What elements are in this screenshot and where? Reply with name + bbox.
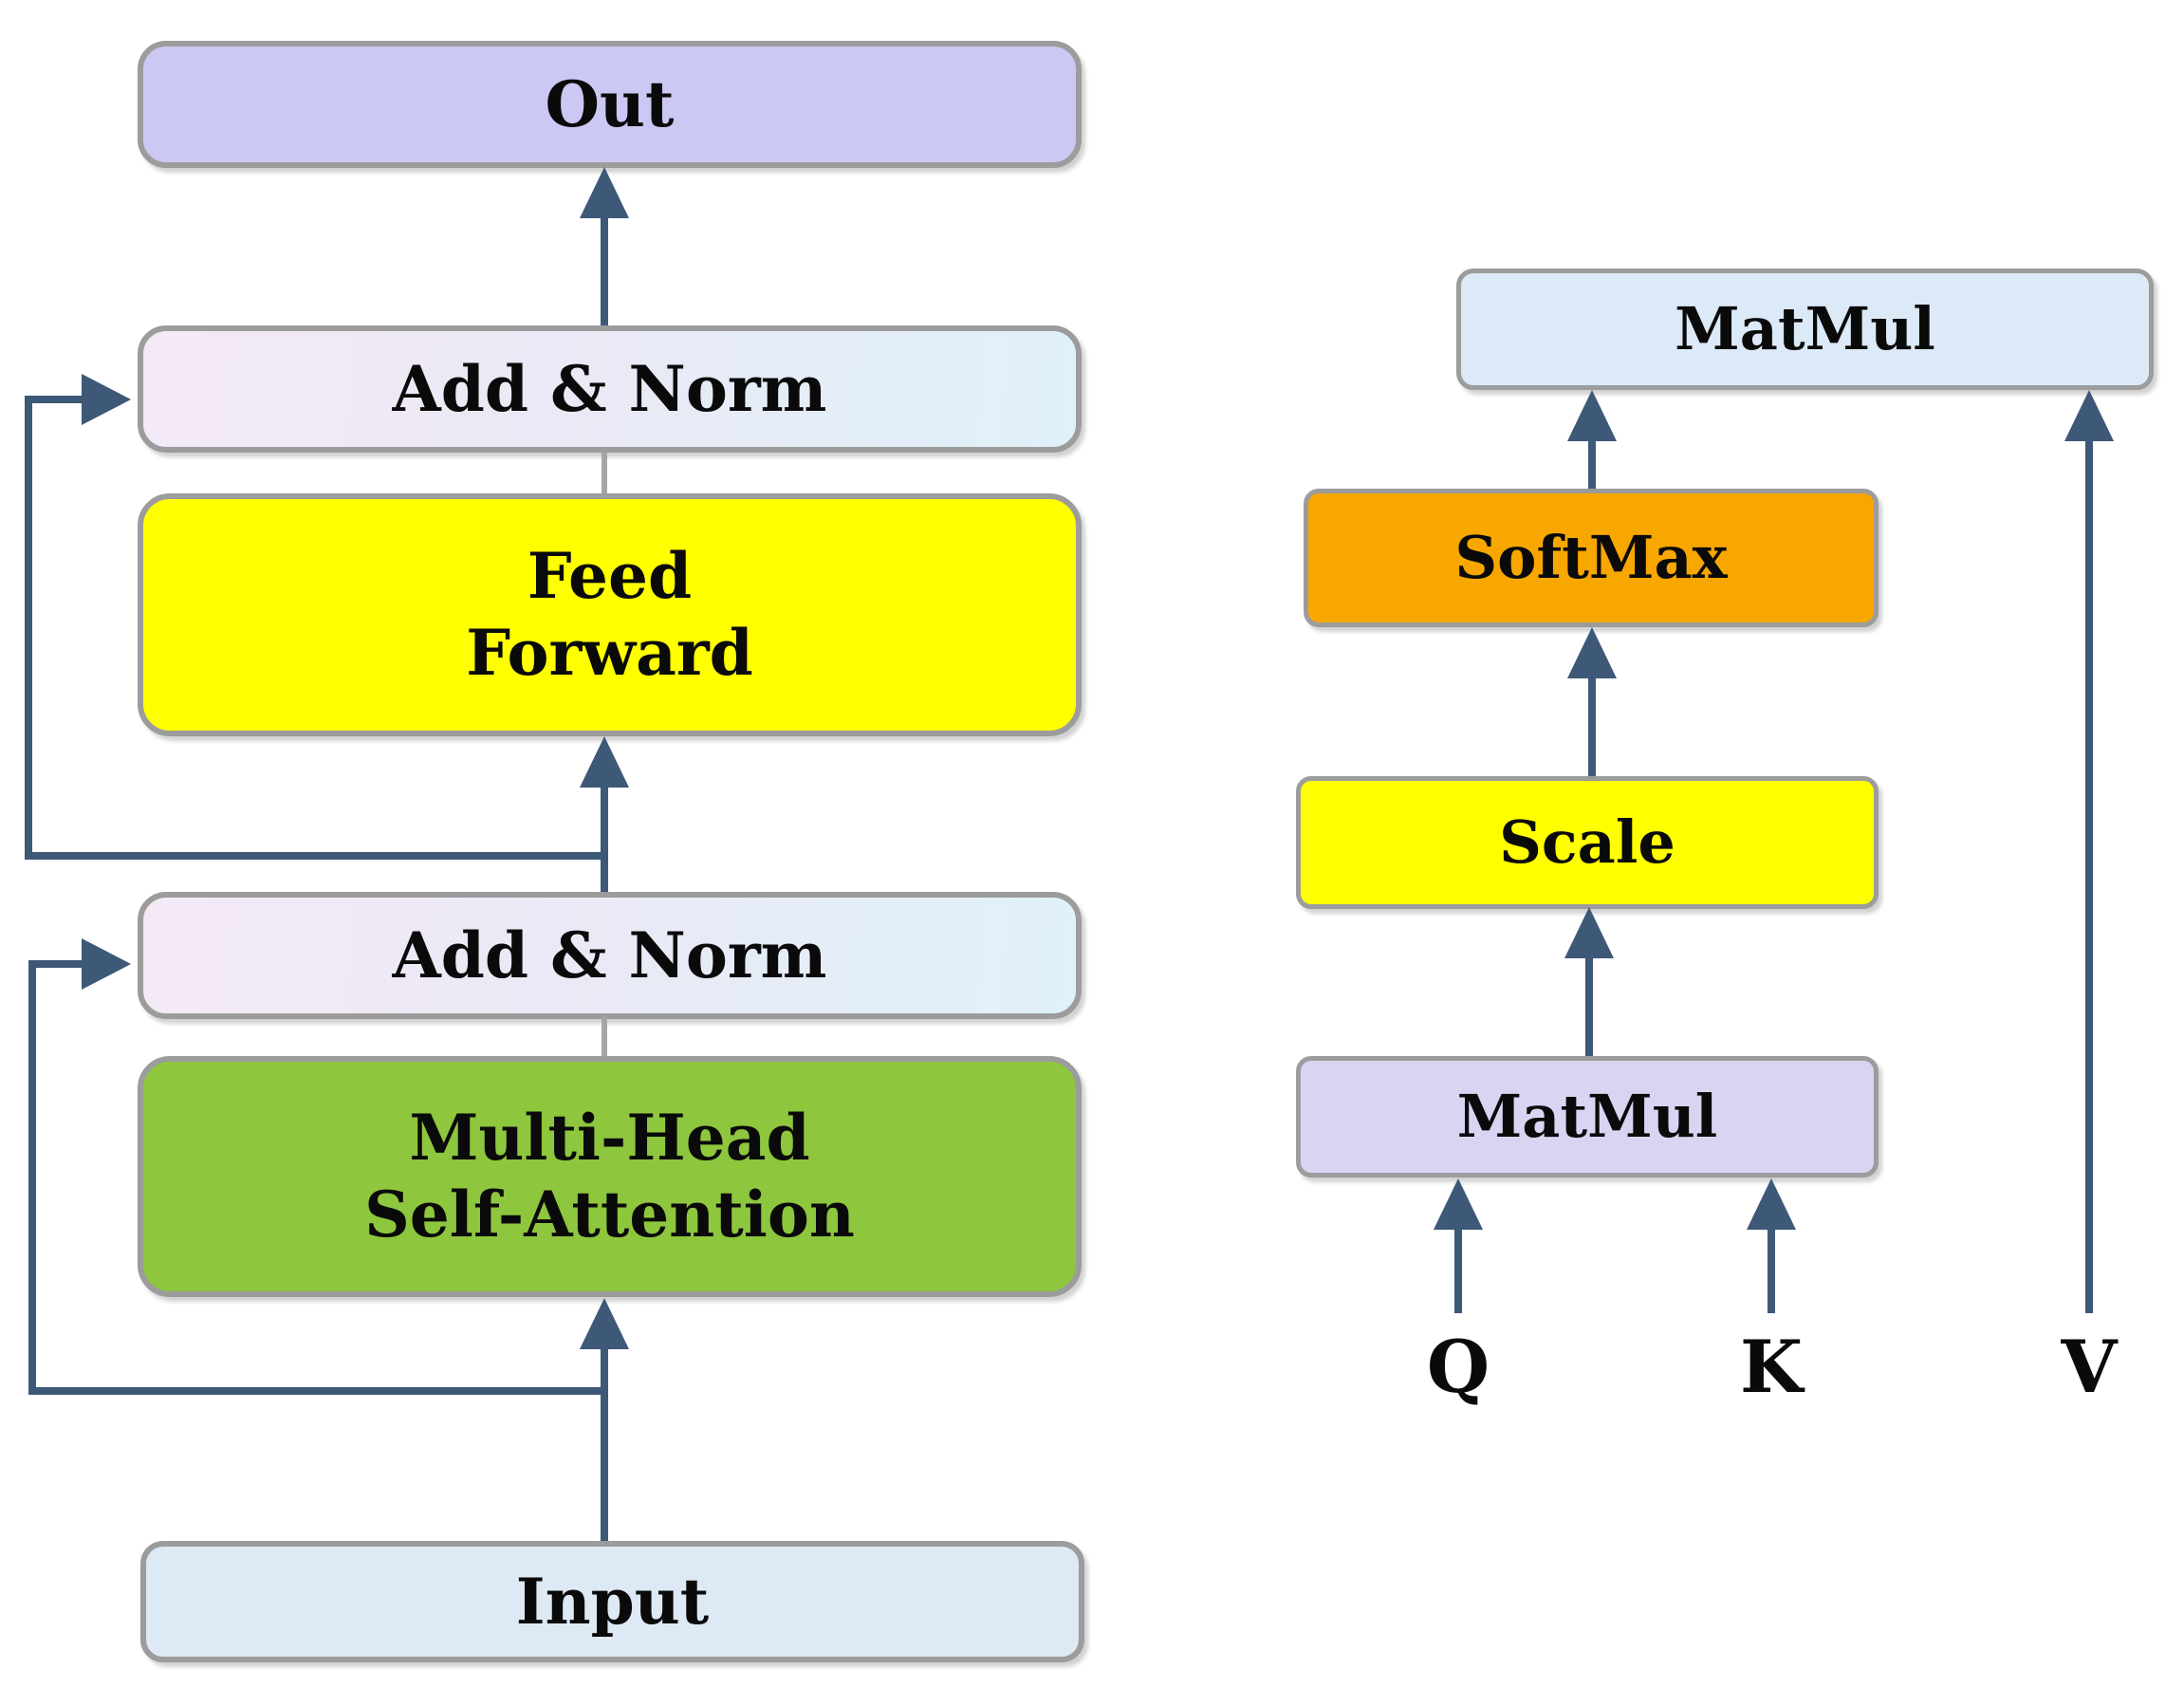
- mhsa-label-line2: Self-Attention: [364, 1178, 855, 1252]
- encoder-input-box: Input: [140, 1541, 1084, 1662]
- encoder-input-label: Input: [515, 1564, 710, 1639]
- feed-forward-label-line2: Forward: [466, 616, 753, 690]
- encoder-add-norm-1-box: Add & Norm: [138, 325, 1082, 453]
- out-arrow-line: [601, 214, 608, 325]
- arrowhead-up-icon: [2064, 390, 2114, 441]
- encoder-add-norm-2-label: Add & Norm: [392, 918, 827, 992]
- residual-1-horizontal-line: [25, 852, 608, 860]
- residual-2-stub-line: [28, 960, 83, 968]
- feed-forward-label-line1: Feed: [527, 539, 693, 614]
- arrowhead-up-icon: [580, 736, 629, 788]
- arrowhead-up-icon: [580, 1298, 629, 1349]
- residual-2-horizontal-line: [28, 1387, 608, 1395]
- matmul-to-scale-line: [1585, 956, 1593, 1056]
- arrowhead-right-icon: [82, 374, 131, 425]
- arrowhead-right-icon: [82, 938, 131, 990]
- residual-2-vertical-line: [28, 960, 36, 1395]
- attention-scale-label: Scale: [1499, 807, 1675, 878]
- v-input-label: V: [2061, 1325, 2118, 1409]
- arrowhead-up-icon: [1434, 1178, 1483, 1230]
- connector-line-2: [602, 1017, 607, 1058]
- softmax-to-matmul-line: [1588, 439, 1596, 489]
- connector-line-1: [602, 453, 607, 495]
- scale-to-softmax-line: [1588, 675, 1596, 776]
- attention-matmul-bottom-label: MatMul: [1456, 1082, 1718, 1152]
- arrowhead-up-icon: [580, 167, 629, 218]
- attention-matmul-bottom-box: MatMul: [1296, 1056, 1879, 1178]
- encoder-feed-forward-box: Feed Forward: [138, 493, 1082, 736]
- attention-softmax-box: SoftMax: [1304, 489, 1879, 627]
- encoder-add-norm-2-box: Add & Norm: [138, 892, 1082, 1019]
- arrowhead-up-icon: [1567, 390, 1617, 441]
- encoder-add-norm-1-label: Add & Norm: [392, 351, 827, 426]
- feed-forward-arrow-line: [601, 786, 608, 892]
- encoder-out-label: Out: [545, 66, 675, 141]
- encoder-mhsa-box: Multi-Head Self-Attention: [138, 1056, 1082, 1297]
- attention-scale-box: Scale: [1296, 776, 1879, 909]
- residual-1-vertical-line: [25, 396, 32, 860]
- mhsa-label-line1: Multi-Head: [409, 1101, 810, 1176]
- arrowhead-up-icon: [1747, 1178, 1796, 1230]
- arrowhead-up-icon: [1567, 627, 1617, 678]
- encoder-out-box: Out: [138, 41, 1082, 168]
- mhsa-arrow-line: [601, 1347, 608, 1541]
- attention-softmax-label: SoftMax: [1454, 523, 1728, 593]
- attention-matmul-top-box: MatMul: [1456, 269, 2154, 390]
- v-arrow-line: [2085, 439, 2093, 1313]
- arrowhead-up-icon: [1564, 907, 1614, 958]
- residual-1-stub-line: [25, 396, 83, 403]
- attention-matmul-top-label: MatMul: [1675, 294, 1935, 364]
- k-input-label: K: [1739, 1325, 1804, 1409]
- k-arrow-line: [1768, 1228, 1775, 1313]
- q-arrow-line: [1454, 1228, 1462, 1313]
- q-input-label: Q: [1426, 1325, 1490, 1409]
